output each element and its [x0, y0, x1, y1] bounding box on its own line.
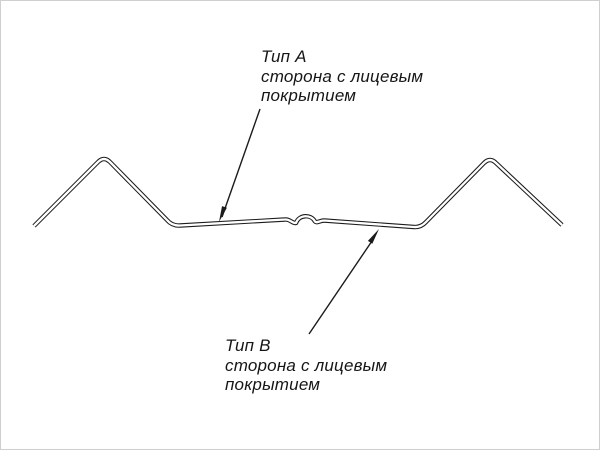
leader-line-type-a [221, 108, 261, 218]
leader-line-type-b [308, 240, 373, 335]
label-type-a-line1: сторона с лицевым [261, 66, 424, 86]
profile-sheet-outline [32, 156, 564, 230]
leader-arrow-type-a [219, 206, 227, 222]
label-type-b-title: Тип В [225, 336, 271, 355]
label-type-b-line1: сторона с лицевым [225, 355, 388, 375]
label-type-b-line2: покрытием [225, 375, 321, 394]
label-type-a-title: Тип А [261, 47, 307, 66]
leader-arrow-type-b [367, 229, 379, 244]
profile-sheet-core [33, 157, 563, 229]
label-type-a: Тип А сторона с лицевым покрытием [261, 47, 423, 106]
label-type-b: Тип В сторона с лицевым покрытием [225, 336, 387, 395]
label-type-a-line2: покрытием [261, 86, 357, 105]
